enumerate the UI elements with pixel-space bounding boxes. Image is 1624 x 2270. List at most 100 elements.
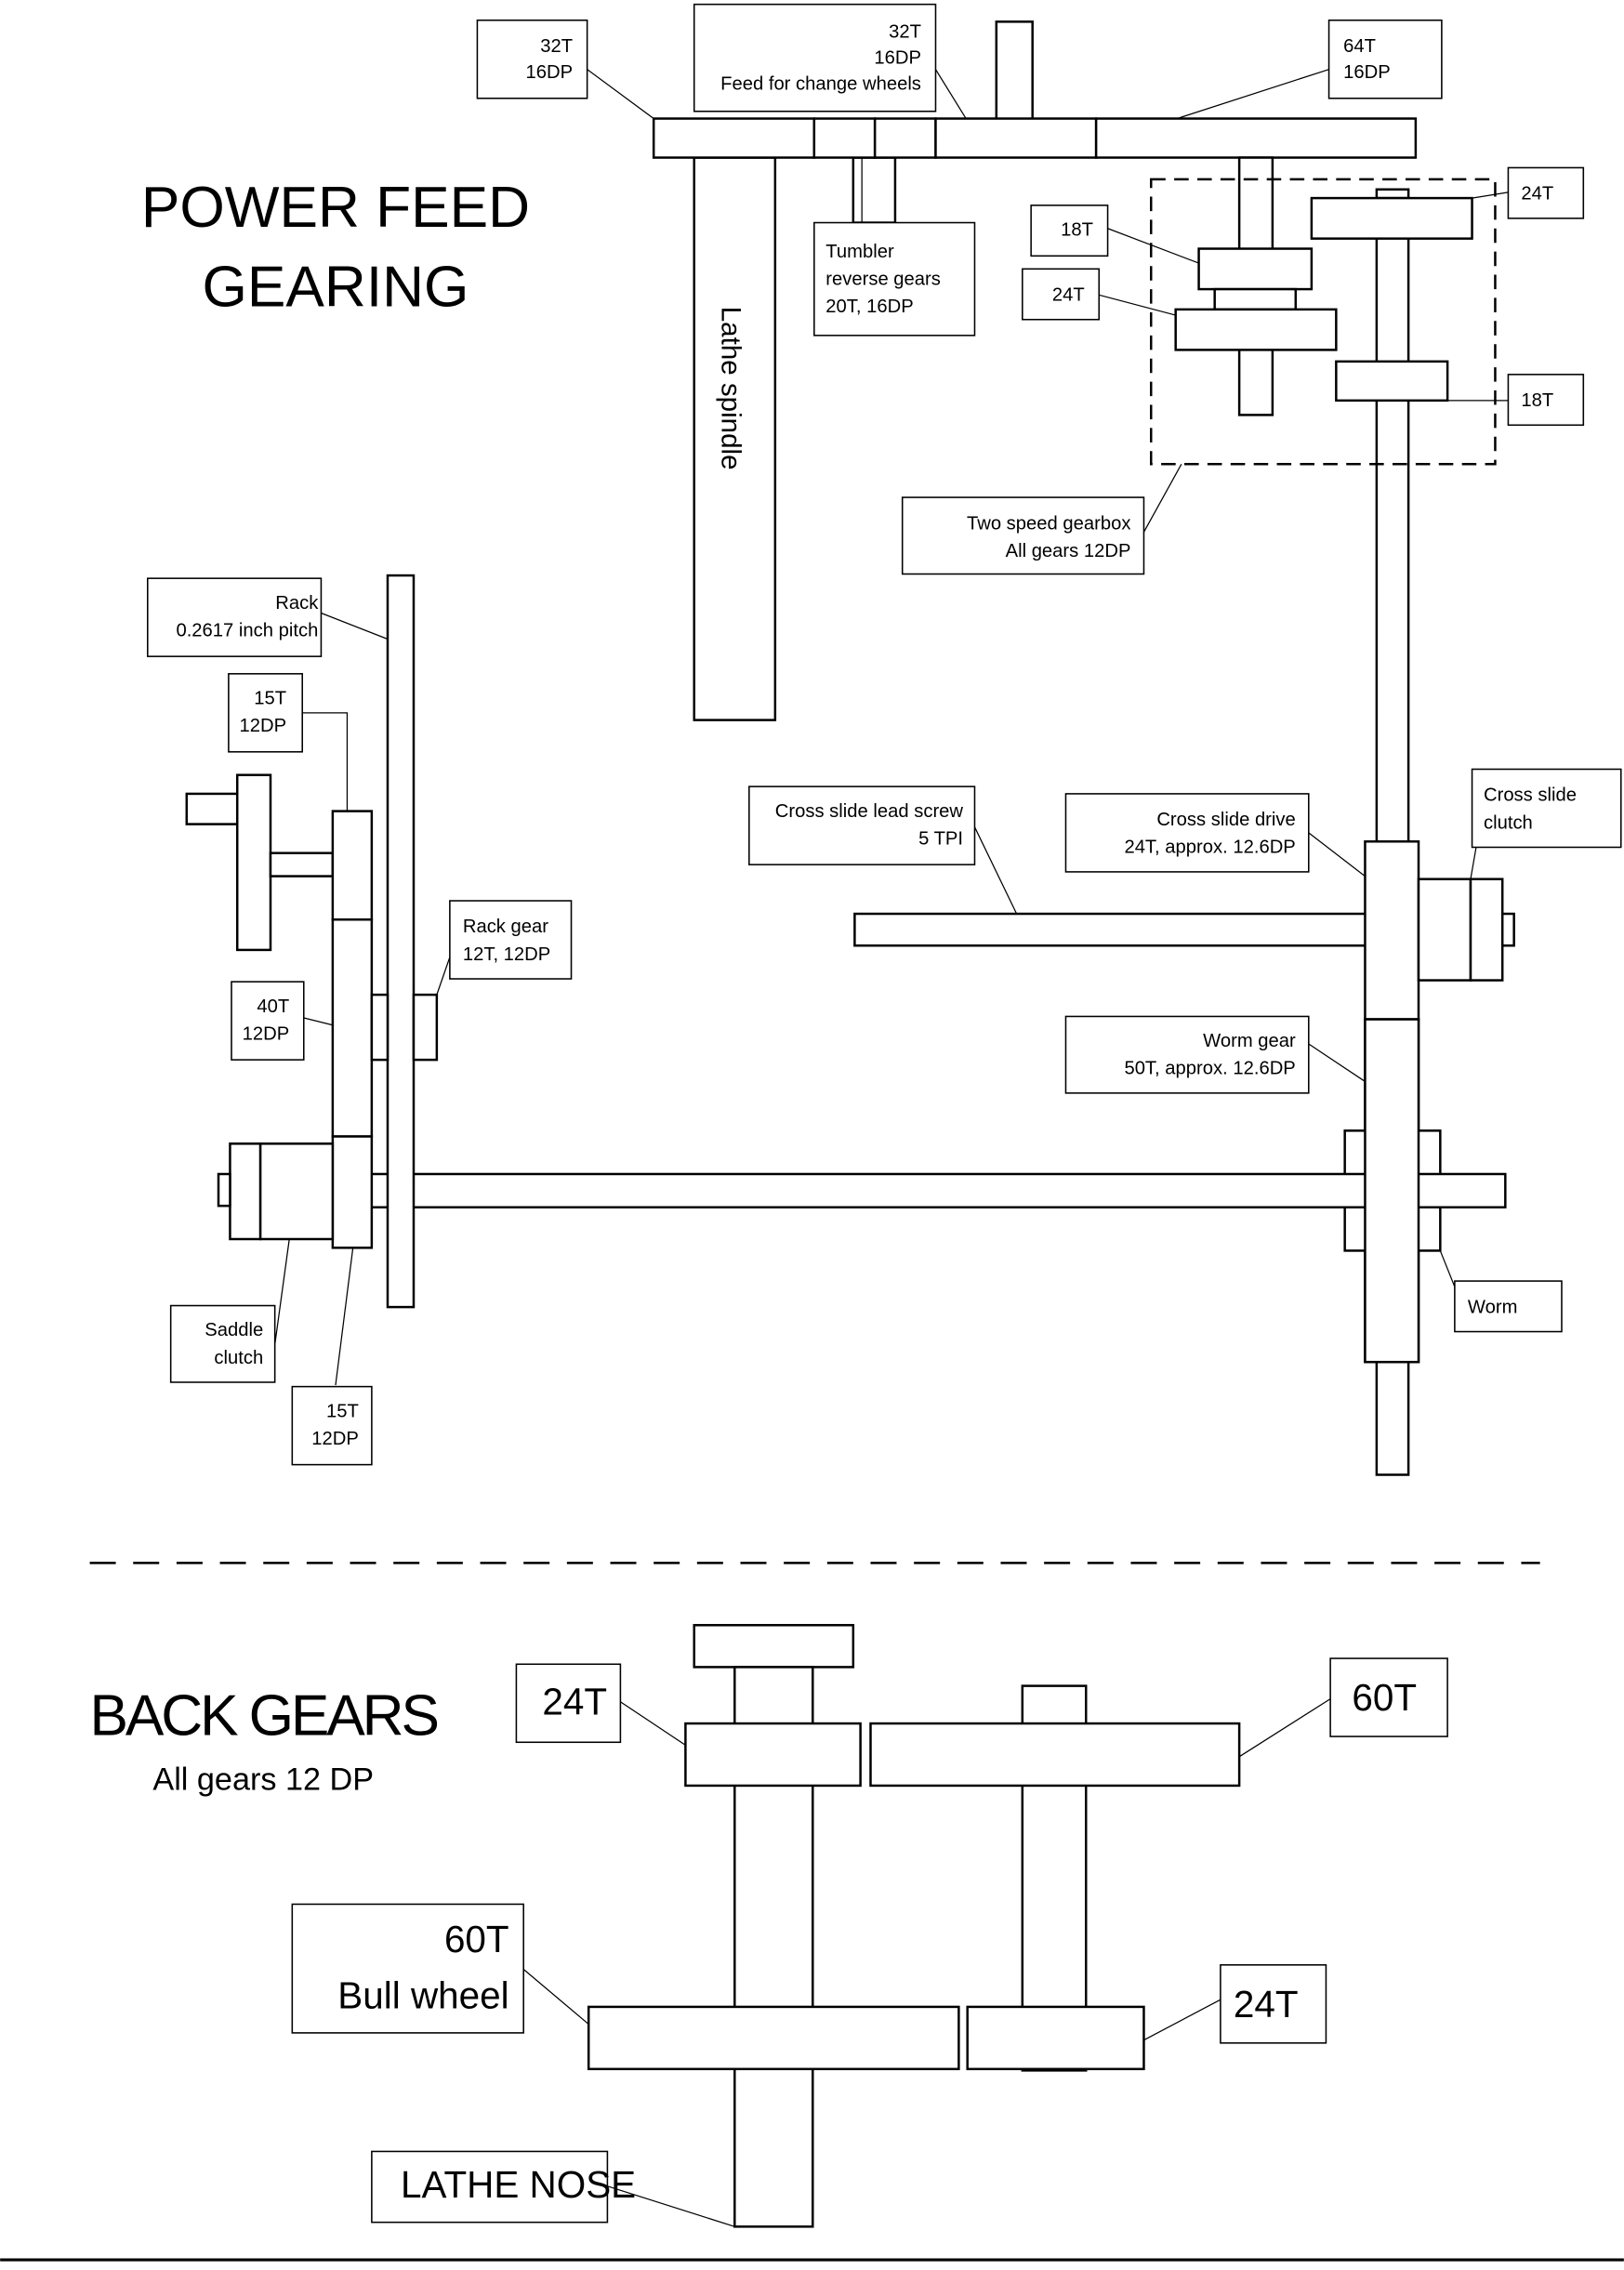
svg-text:Cross slide lead screw: Cross slide lead screw: [775, 801, 964, 822]
label-bull-wheel: 60T Bull wheel: [291, 1903, 524, 2034]
gear-tumbler-2: [873, 117, 937, 159]
svg-text:Saddle: Saddle: [205, 1320, 263, 1340]
handwheel-shaft: [269, 851, 335, 878]
worm-gear-overlay: [1364, 1018, 1420, 1364]
gear-24t-top: [684, 1722, 862, 1788]
svg-text:32T: 32T: [540, 36, 573, 57]
svg-text:24T: 24T: [1521, 184, 1553, 205]
label-two-speed-gearbox: Two speed gearbox All gears 12DP: [901, 496, 1145, 575]
svg-text:24T: 24T: [1234, 1983, 1299, 2026]
power-feed-title-line1: POWER FEED: [141, 176, 530, 240]
svg-text:24T: 24T: [1052, 285, 1085, 306]
label-gearbox-24t-left: 24T: [1022, 268, 1101, 321]
label-back-24t-bottom: 24T: [1220, 1964, 1327, 2044]
label-32t-16dp: 32T 16DP: [476, 19, 588, 99]
rack-gear-right: [412, 993, 439, 1062]
svg-text:Rack: Rack: [275, 593, 319, 614]
back-gear-cap: [693, 1624, 855, 1669]
svg-text:40T: 40T: [257, 996, 289, 1017]
svg-text:Cross slide: Cross slide: [1484, 785, 1577, 806]
lathe-spindle: [693, 156, 777, 721]
svg-text:Tumbler: Tumbler: [825, 242, 894, 262]
svg-text:24T, approx. 12.6DP: 24T, approx. 12.6DP: [1124, 838, 1295, 858]
cross-slide-clutch-a: [1417, 878, 1472, 982]
label-gearbox-18t-right: 18T: [1507, 374, 1585, 427]
gear-15t-top: [331, 810, 374, 921]
svg-text:Worm gear: Worm gear: [1203, 1031, 1296, 1051]
label-40t: 40T 12DP: [231, 981, 305, 1061]
cross-slide-clutch-pin: [1500, 912, 1515, 947]
svg-text:60T: 60T: [1352, 1676, 1417, 1719]
cross-slide-clutch-b: [1469, 878, 1504, 982]
label-lathe-nose: LATHE NOSE: [371, 2150, 636, 2224]
svg-text:64T: 64T: [1343, 36, 1376, 57]
gearbox-18t-right: [1335, 360, 1449, 403]
gear-60t-top: [869, 1722, 1241, 1788]
label-cross-slide-lead-screw: Cross slide lead screw 5 TPI: [748, 785, 976, 865]
gear-40t: [331, 917, 374, 1138]
change-wheel-stud: [995, 20, 1034, 122]
svg-text:Rack gear: Rack gear: [463, 917, 548, 937]
svg-text:clutch: clutch: [214, 1348, 263, 1368]
handwheel-handle: [185, 792, 239, 825]
gearbox-shaft-cap: [1375, 188, 1410, 200]
svg-text:16DP: 16DP: [1343, 62, 1391, 83]
label-32t-feed-change-wheels: 32T 16DP Feed for change wheels: [693, 3, 937, 112]
back-gears-title: BACK GEARS: [90, 1683, 438, 1748]
saddle-clutch-a: [229, 1142, 262, 1241]
handwheel: [235, 773, 272, 952]
svg-text:Two speed gearbox: Two speed gearbox: [967, 513, 1130, 534]
gear-24t-bottom: [966, 2005, 1145, 2071]
gearbox-18t-left: [1197, 247, 1314, 291]
gear-64t: [1094, 117, 1418, 159]
label-15t-bottom: 15T 12DP: [291, 1385, 373, 1466]
svg-text:12DP: 12DP: [311, 1429, 359, 1449]
svg-text:24T: 24T: [542, 1681, 607, 1723]
svg-text:20T, 16DP: 20T, 16DP: [825, 297, 913, 317]
label-rack-gear: Rack gear 12T, 12DP: [449, 900, 573, 980]
svg-text:32T: 32T: [889, 21, 921, 42]
svg-text:18T: 18T: [1521, 390, 1553, 411]
label-worm-gear: Worm gear 50T, approx. 12.6DP: [1064, 1015, 1310, 1094]
label-cross-slide-drive: Cross slide drive 24T, approx. 12.6DP: [1064, 793, 1310, 873]
label-saddle-clutch: Saddle clutch: [169, 1304, 276, 1383]
svg-text:50T, approx. 12.6DP: 50T, approx. 12.6DP: [1124, 1059, 1295, 1079]
saddle-clutch-b: [258, 1142, 335, 1241]
svg-text:16DP: 16DP: [874, 47, 921, 68]
label-back-24t-top: 24T: [515, 1663, 622, 1744]
cross-slide-lead-screw: [853, 912, 1368, 947]
tumbler-shaft: [852, 156, 897, 224]
svg-text:Bull wheel: Bull wheel: [337, 1973, 508, 2016]
svg-text:LATHE NOSE: LATHE NOSE: [401, 2163, 636, 2206]
svg-text:12DP: 12DP: [240, 716, 287, 736]
gear-15t-bottom: [331, 1135, 374, 1249]
label-gearbox-24t-right: 24T: [1507, 166, 1585, 219]
gear-32t-feed: [934, 117, 1098, 159]
power-feed-title-line2: GEARING: [203, 256, 469, 320]
cross-slide-drive-gear: [1364, 840, 1420, 1021]
svg-text:Feed for change wheels: Feed for change wheels: [720, 73, 921, 94]
gearbox-boundary: [1150, 178, 1497, 466]
label-gearbox-18t-left: 18T: [1030, 205, 1109, 257]
svg-text:Worm: Worm: [1468, 1297, 1518, 1317]
back-gears-leader-lines: [522, 1698, 1331, 2227]
label-back-60t-top: 60T: [1329, 1657, 1448, 1737]
svg-text:16DP: 16DP: [526, 62, 574, 83]
label-tumbler-reverse-gears: Tumbler reverse gears 20T, 16DP: [813, 221, 976, 337]
gear-32t-spindle: [652, 117, 816, 159]
svg-text:12DP: 12DP: [243, 1023, 290, 1044]
gearbox-24t-left: [1174, 308, 1338, 351]
saddle-clutch-pin: [217, 1172, 231, 1208]
label-64t-16dp: 64T 16DP: [1327, 19, 1443, 99]
svg-text:reverse gears: reverse gears: [825, 269, 941, 289]
bull-wheel-60t: [587, 2005, 960, 2071]
gearbox-spacer: [1213, 287, 1298, 311]
lathe-spindle-label: Lathe spindle: [715, 307, 746, 470]
gear-tumbler-1: [812, 117, 877, 159]
svg-text:60T: 60T: [444, 1918, 509, 1960]
label-cross-slide-clutch: Cross slide clutch: [1471, 768, 1622, 849]
rack: [386, 574, 416, 1309]
svg-text:12T, 12DP: 12T, 12DP: [463, 944, 550, 965]
label-rack: Rack 0.2617 inch pitch: [147, 577, 323, 657]
